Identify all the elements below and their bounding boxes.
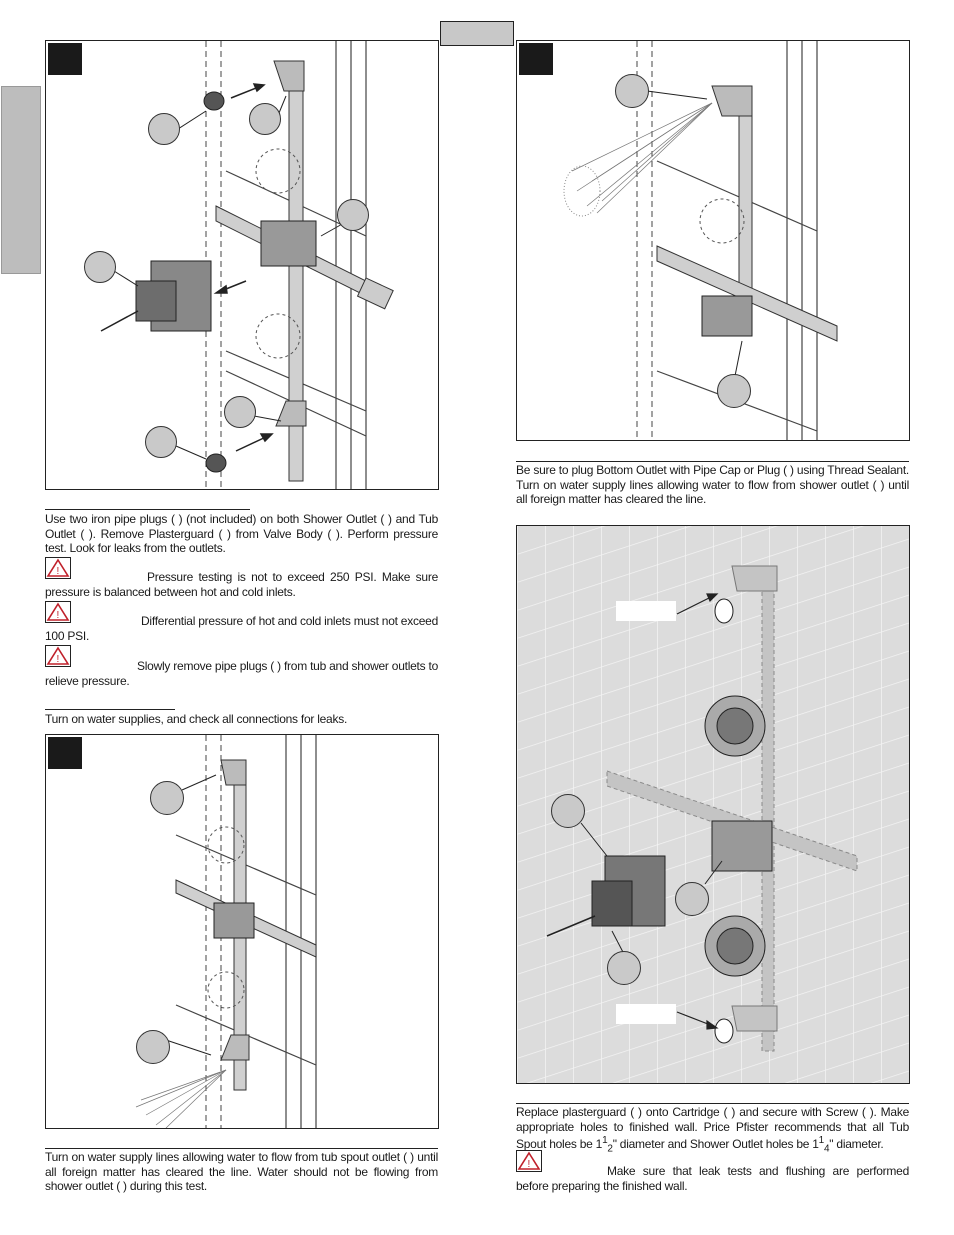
step3-text: Be sure to plug Bottom Outlet with Pipe … xyxy=(516,463,909,506)
fraction-numerator: 1 xyxy=(602,1135,608,1146)
step4-text-end: " diameter. xyxy=(829,1137,884,1151)
step3-diagram xyxy=(563,41,838,440)
callout-bottom-outlet xyxy=(717,374,751,408)
step1-diagram xyxy=(100,41,394,489)
step2-heading-rule xyxy=(45,709,175,710)
callout-valve-body xyxy=(337,199,369,231)
label-tub-spout-hole xyxy=(616,601,676,621)
step3-number-box xyxy=(519,43,553,75)
warning-icon: ! xyxy=(45,557,71,579)
step3-text-rule xyxy=(516,461,909,462)
warning-icon: ! xyxy=(45,601,71,623)
step2-intro: Turn on water supplies, and check all co… xyxy=(45,712,348,726)
callout-shower-outlet xyxy=(150,781,184,815)
step4-text: Replace plasterguard ( ) onto Cartridge … xyxy=(516,1105,909,1157)
callout-plug-top xyxy=(148,113,180,145)
step1-warning2: Differential pressure of hot and cold in… xyxy=(45,614,438,643)
callout-tub-outlet xyxy=(136,1030,170,1064)
svg-text:!: ! xyxy=(57,654,60,665)
step1-number-box xyxy=(48,43,82,75)
callout-tub-outlet xyxy=(224,396,256,428)
callout-plug-bottom xyxy=(145,426,177,458)
section-side-tab xyxy=(1,86,41,274)
step2-diagram xyxy=(135,735,317,1128)
step2-text-rule xyxy=(45,1148,438,1149)
fraction-denominator: 4 xyxy=(823,1143,830,1155)
step1-text: Use two iron pipe plugs ( ) (not include… xyxy=(45,512,438,555)
step2-number-box xyxy=(48,737,82,769)
label-shower-outlet-hole xyxy=(616,1004,676,1024)
step3-illustration xyxy=(516,40,910,441)
callout-shower-outlet xyxy=(615,74,649,108)
callout-cartridge xyxy=(675,882,709,916)
page-top-tab xyxy=(440,21,514,46)
callout-shower-outlet xyxy=(249,103,281,135)
svg-text:!: ! xyxy=(57,610,60,621)
step4-illustration xyxy=(516,525,910,1084)
svg-text:!: ! xyxy=(57,566,60,577)
svg-text:!: ! xyxy=(528,1159,531,1170)
step4-text-main: Replace plasterguard ( ) onto Cartridge … xyxy=(516,1105,909,1151)
step1-warning3: Slowly remove pipe plugs ( ) from tub an… xyxy=(45,659,438,688)
step4-text-rule xyxy=(516,1103,909,1104)
step1-heading-rule xyxy=(45,509,250,510)
step4-warning: Make sure that leak tests and flushing a… xyxy=(516,1164,909,1193)
step1-warning1: Pressure testing is not to exceed 250 PS… xyxy=(45,570,438,599)
step2-illustration xyxy=(45,734,439,1129)
step4-text-mid: " diameter and Shower Outlet holes be 1 xyxy=(612,1137,819,1151)
warning-icon: ! xyxy=(516,1150,542,1172)
fraction-denominator: 2 xyxy=(607,1143,613,1155)
step1-illustration xyxy=(45,40,439,490)
fraction-numerator: 1 xyxy=(818,1135,825,1146)
callout-screw xyxy=(607,951,641,985)
callout-plasterguard xyxy=(84,251,116,283)
callout-plasterguard xyxy=(551,794,585,828)
step2-text: Turn on water supply lines allowing wate… xyxy=(45,1150,438,1193)
warning-icon: ! xyxy=(45,645,71,667)
